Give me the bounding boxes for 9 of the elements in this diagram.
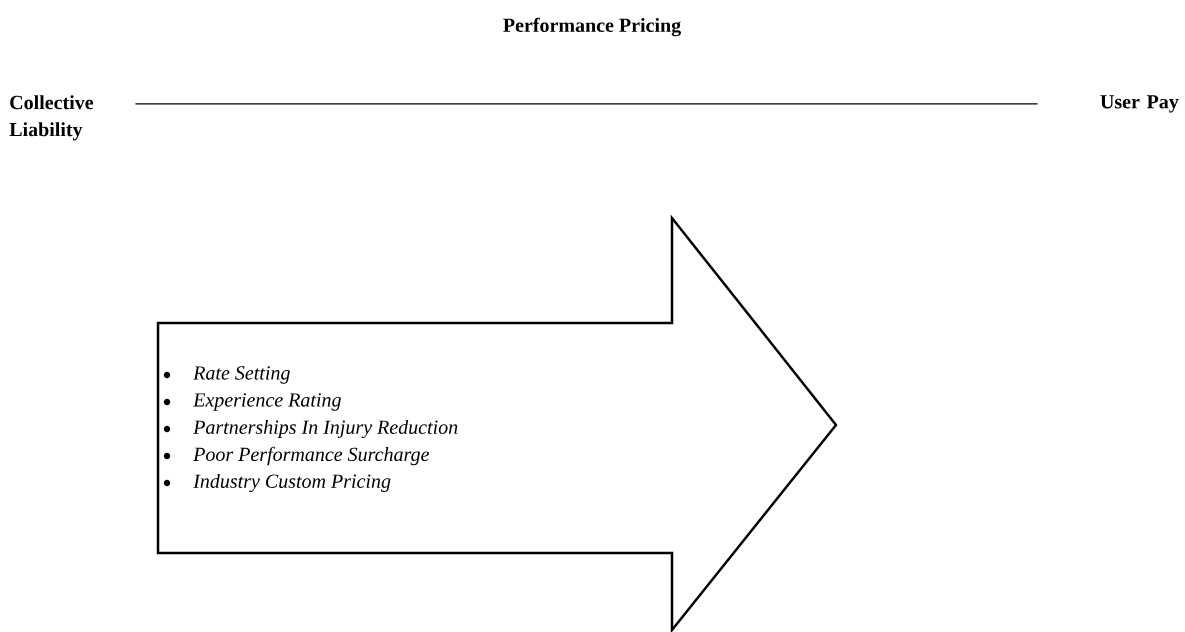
list-item: Industry Custom Pricing (193, 473, 391, 493)
title: Performance Pricing (503, 17, 681, 37)
list-item: Poor Performance Surcharge (193, 446, 429, 466)
list-item: Rate Setting (193, 366, 290, 384)
pole-label: Collective Liability (9, 95, 94, 141)
spectrum-line (134, 103, 1039, 105)
list-item: Experience Rating (192, 393, 341, 411)
list-item: Partnerships In Injury Reduction (193, 419, 458, 439)
pole-label: User Pay (1100, 95, 1179, 113)
